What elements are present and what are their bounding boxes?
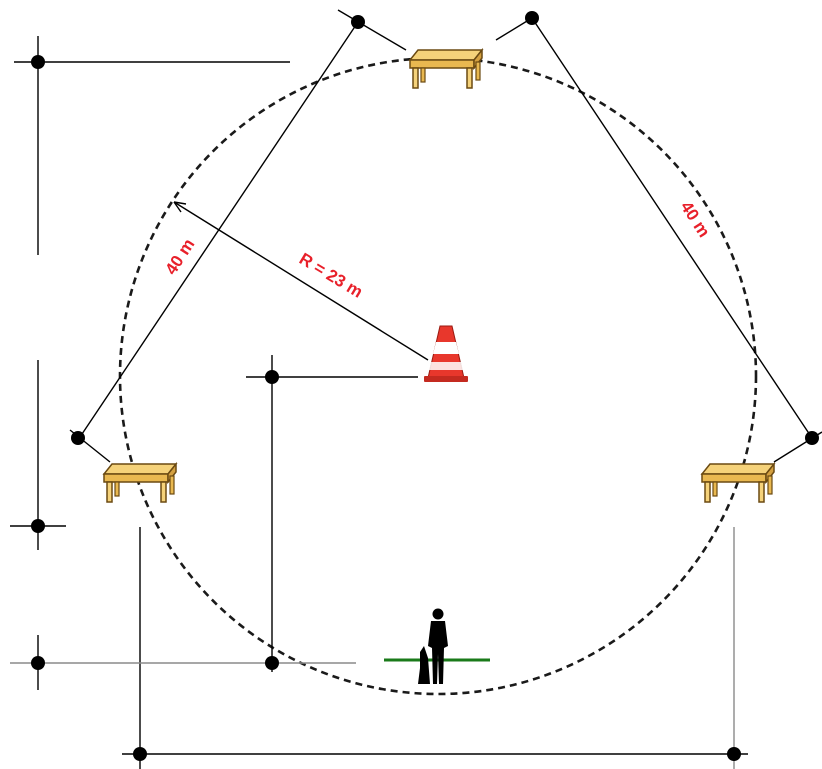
survey-point-icon — [31, 519, 45, 533]
survey-point-icon — [525, 11, 539, 25]
survey-point-icon — [727, 747, 741, 761]
grey-reference-lines — [10, 527, 735, 769]
survey-point-icon — [31, 55, 45, 69]
survey-point-icon — [265, 656, 279, 670]
distance-left-label: 40 m — [161, 235, 198, 278]
table-icon — [409, 49, 483, 89]
reference-lines — [10, 9, 822, 769]
traffic-cone-icon — [424, 325, 468, 382]
survey-point-icon — [133, 747, 147, 761]
survey-points — [31, 11, 819, 761]
survey-point-icon — [805, 431, 819, 445]
survey-point-icon — [265, 370, 279, 384]
survey-point-icon — [351, 15, 365, 29]
search-circle — [118, 56, 758, 696]
handler-with-dog-icon — [418, 608, 448, 684]
radius-label: R = 23 m — [296, 249, 366, 302]
table-icon — [103, 463, 177, 503]
distance-right-label: 40 m — [677, 198, 714, 241]
survey-point-icon — [31, 656, 45, 670]
survey-point-icon — [71, 431, 85, 445]
